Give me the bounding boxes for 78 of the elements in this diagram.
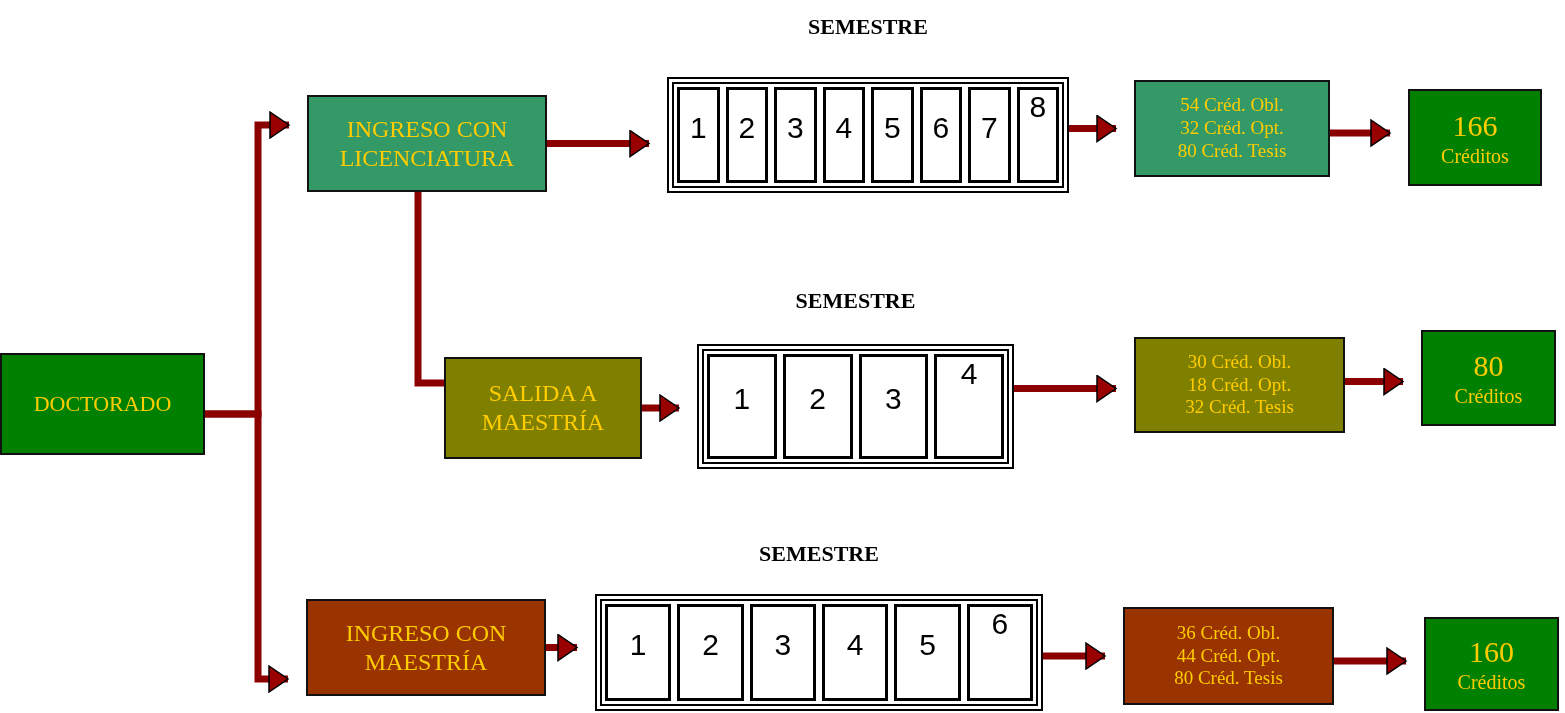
box-label: 32 Créd. Opt. — [1180, 117, 1284, 140]
process-box — [1123, 607, 1334, 705]
process-box — [1408, 89, 1542, 186]
semester-cell — [782, 354, 853, 459]
semester-number: 4 — [960, 357, 978, 390]
box-label: 80 Créd. Tesis — [1177, 139, 1287, 163]
arrow — [546, 633, 578, 662]
semester-cell — [822, 87, 865, 183]
semester-cell — [725, 87, 768, 183]
semester-number: 5 — [919, 628, 936, 661]
arrow — [642, 394, 680, 422]
box-label: 166 — [1452, 107, 1498, 144]
box-label: 36 Créd. Obl. — [1176, 621, 1281, 645]
box-label: 30 Créd. Obl. — [1187, 350, 1292, 374]
box-label: SALIDA A MAESTRÍA — [480, 379, 606, 437]
semester-number: 1 — [689, 110, 707, 144]
process-box — [1421, 330, 1556, 426]
arrow — [1069, 114, 1117, 143]
semester-cell — [1016, 87, 1059, 183]
semester-number: 8 — [1029, 90, 1047, 123]
box-label: 18 Créd. Opt. — [1187, 373, 1292, 397]
semester-number: 3 — [774, 628, 792, 661]
semester-number: 3 — [885, 382, 902, 415]
box-label: Créditos — [1457, 670, 1526, 694]
semester-number: 4 — [846, 628, 864, 661]
box-label: 80 Créd. Tesis — [1174, 667, 1283, 691]
semester-cell — [968, 87, 1011, 183]
semester-number: 6 — [991, 607, 1009, 640]
semester-cell — [707, 354, 777, 459]
arrow — [1014, 374, 1117, 403]
box-label: Créditos — [1454, 384, 1523, 408]
semester-cell — [966, 604, 1033, 701]
semester-heading: SEMESTRE — [795, 288, 916, 314]
semester-number: 7 — [980, 110, 998, 144]
box-label: 160 — [1469, 634, 1514, 670]
semester-cell — [894, 604, 961, 701]
box-label: 80 — [1473, 348, 1504, 384]
arrow — [1330, 119, 1391, 147]
semester-number: 2 — [809, 382, 826, 415]
semester-number: 2 — [702, 628, 719, 661]
semester-heading: SEMESTRE — [759, 541, 879, 567]
arrow — [1043, 642, 1106, 670]
semester-cell — [871, 87, 914, 183]
semester-number: 6 — [932, 110, 950, 144]
process-box — [1134, 80, 1330, 177]
arrow — [1345, 367, 1404, 396]
semester-cell — [858, 354, 929, 459]
semester-cell — [605, 604, 672, 701]
arrow — [205, 410, 289, 693]
semester-cell — [934, 354, 1004, 459]
process-box — [1424, 617, 1559, 711]
process-box — [1134, 337, 1345, 433]
process-box — [306, 599, 546, 696]
semester-cell — [677, 604, 744, 701]
box-label: DOCTORADO — [33, 390, 172, 418]
semester-cell — [919, 87, 962, 183]
arrow — [547, 129, 650, 158]
box-label: 44 Créd. Opt. — [1176, 644, 1281, 668]
semester-cell — [822, 604, 889, 701]
box-label: INGRESO CON LICENCIATURA — [338, 114, 516, 173]
process-box — [0, 353, 205, 455]
semester-number: 4 — [835, 110, 853, 144]
semester-heading: SEMESTRE — [808, 14, 928, 40]
semester-number: 3 — [786, 110, 804, 144]
box-label: 32 Créd. Tesis — [1185, 396, 1294, 420]
semester-cell — [774, 87, 817, 183]
process-box — [444, 357, 642, 459]
box-label: Créditos — [1441, 143, 1509, 168]
semester-cell — [749, 604, 816, 701]
box-label: 54 Créd. Obl. — [1180, 94, 1284, 118]
process-box — [307, 95, 547, 192]
box-label: INGRESO CON MAESTRÍA — [344, 618, 508, 677]
semester-number: 5 — [883, 110, 901, 144]
semester-number: 2 — [738, 110, 756, 144]
arrow — [1334, 647, 1407, 675]
semester-cell — [677, 87, 720, 183]
semester-number: 1 — [733, 382, 751, 415]
semester-number: 1 — [629, 628, 647, 661]
